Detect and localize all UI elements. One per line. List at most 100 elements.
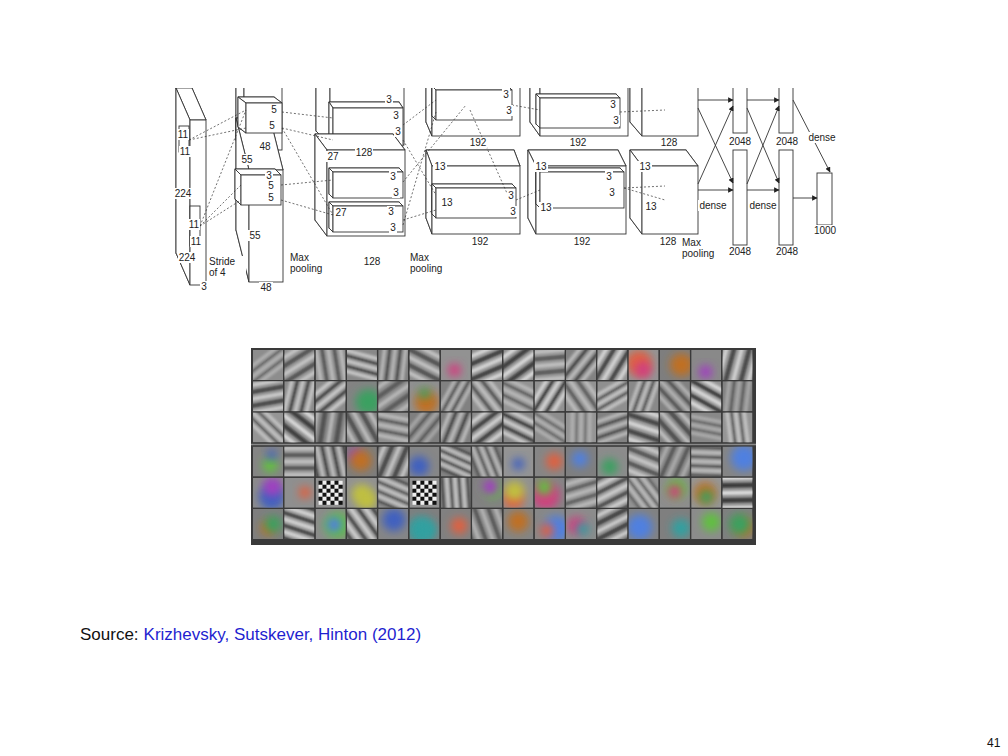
dimension-label: 3 [612, 115, 620, 126]
stripe [680, 388, 725, 415]
filter-grid [241, 336, 763, 556]
dimension-label: 1000 [813, 225, 837, 236]
color-blob [546, 453, 563, 470]
checker [413, 493, 417, 497]
stripe [729, 403, 737, 453]
checker [429, 489, 433, 493]
checker [319, 485, 323, 489]
filter-cell [723, 445, 757, 477]
checker [417, 489, 421, 493]
checker [425, 481, 429, 485]
checker [429, 485, 433, 489]
filter-cell [627, 509, 659, 540]
cuboid-front [540, 98, 620, 128]
cell-ground [253, 509, 283, 539]
dimension-label: 192 [471, 236, 490, 247]
cuboid-front [333, 206, 403, 232]
stripe [535, 374, 564, 418]
checker [413, 489, 417, 493]
filter-cell [535, 509, 570, 541]
cuboid-side [329, 202, 333, 232]
checker [331, 481, 335, 485]
checker [323, 501, 327, 505]
cuboid-front [246, 103, 282, 133]
stripe [241, 377, 291, 389]
stripe [493, 420, 539, 444]
filter-cell [503, 478, 533, 509]
checker [425, 501, 429, 505]
color-blob [635, 361, 652, 378]
cell-ground [535, 447, 565, 477]
filter-cell [566, 509, 596, 539]
stripe [271, 526, 319, 544]
stripe [243, 416, 280, 452]
stripe [684, 383, 729, 410]
cell-ground [691, 350, 721, 380]
grating [725, 401, 750, 453]
dimension-label: 13 [539, 202, 552, 213]
checker [417, 501, 421, 505]
cell-ground [410, 447, 440, 477]
dense-bar [817, 173, 832, 225]
dimension-label: 2048 [728, 136, 752, 147]
dimension-label: 13 [433, 161, 446, 172]
filter-cell [441, 350, 471, 380]
cell-ground [347, 447, 377, 477]
dimension-label: Stride of 4 [208, 256, 246, 278]
cuboid-side [235, 169, 241, 205]
checker [335, 501, 339, 505]
stripe [458, 507, 478, 555]
grating [309, 434, 353, 490]
filter-cell [378, 508, 408, 539]
dimension-label: 3 [608, 187, 616, 198]
color-blob [299, 486, 311, 498]
checker [327, 489, 331, 493]
stripe [336, 510, 368, 552]
filter-cell [660, 350, 693, 380]
filter-cell [410, 478, 440, 508]
stripe [712, 490, 762, 495]
cuboid [630, 150, 698, 234]
dotted-line [200, 200, 241, 226]
arrow [793, 198, 817, 199]
checker [319, 501, 323, 505]
checker [433, 481, 437, 485]
arrow [747, 100, 779, 101]
stripe [712, 475, 762, 480]
checker [335, 493, 339, 497]
dimension-label: 2048 [775, 136, 799, 147]
checker [417, 485, 421, 489]
stripe [366, 490, 413, 512]
stripe [450, 406, 471, 453]
dimension-label: 11 [179, 146, 191, 157]
dotted-line [281, 180, 333, 185]
cell-ground [503, 447, 533, 477]
slide-text: Source: [80, 626, 139, 645]
dimension-label: Max pooling [289, 252, 335, 274]
dotted-line [512, 105, 540, 110]
dimension-label: 2048 [775, 246, 799, 257]
cuboid-side [426, 150, 432, 234]
checker [331, 493, 335, 497]
dimension-label: 27 [326, 151, 339, 162]
color-blob [409, 456, 429, 476]
cuboid [432, 184, 516, 218]
cell-ground [378, 509, 408, 539]
stripe [366, 432, 416, 444]
dimension-label: 3 [605, 171, 613, 182]
checker [319, 489, 323, 493]
checker [433, 497, 437, 501]
color-blob [537, 480, 552, 495]
stripe [490, 425, 536, 449]
checker [323, 481, 327, 485]
color-blob [327, 517, 342, 532]
stripe [471, 376, 504, 417]
stripe [399, 401, 433, 441]
stripe [309, 400, 321, 450]
stripe [398, 358, 444, 384]
crop-cover [100, 0, 900, 88]
group-divider [251, 444, 756, 446]
stripe [652, 412, 688, 451]
stripe [317, 401, 329, 451]
filter-cell [284, 478, 314, 508]
